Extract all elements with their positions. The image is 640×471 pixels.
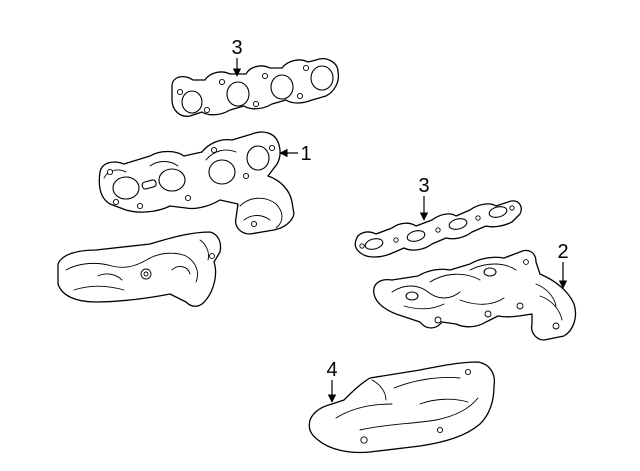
heat-shield-left (57, 231, 222, 307)
heat-shield-right (308, 361, 496, 454)
callout-label: 2 (557, 241, 568, 263)
callout-3-right: 3 (418, 175, 430, 221)
callout-4: 4 (326, 359, 338, 403)
gasket-upper (171, 58, 340, 117)
callout-1: 1 (279, 143, 312, 165)
callout-label: 3 (231, 37, 242, 59)
exhaust-manifold-right (373, 249, 577, 341)
gasket-lower (354, 200, 522, 258)
callout-label: 1 (300, 143, 311, 165)
callout-2: 2 (557, 241, 569, 289)
exhaust-manifold-left (98, 131, 295, 235)
callout-label: 4 (326, 359, 337, 381)
callout-label: 3 (418, 175, 429, 197)
callout-3-top: 3 (231, 37, 243, 77)
